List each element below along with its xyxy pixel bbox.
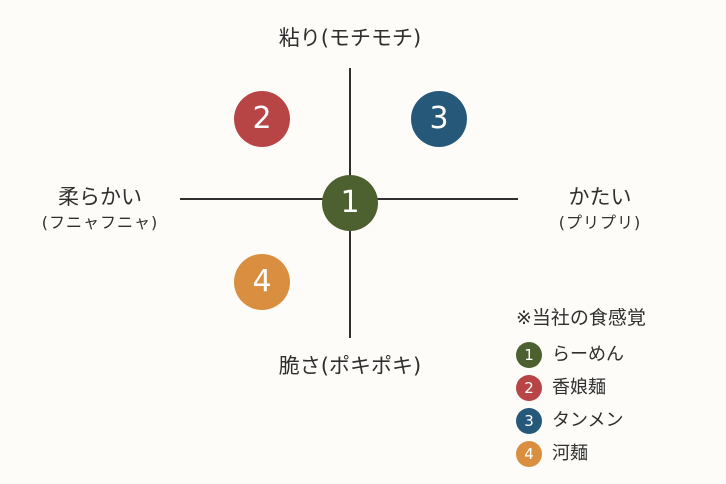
axis-label-left: 柔らかい (フニャフニャ) — [20, 183, 180, 235]
legend-item: 4 河麺 — [516, 437, 716, 470]
legend-item: 2 香娘麺 — [516, 371, 716, 404]
legend-item: 1 らーめん — [516, 338, 716, 371]
legend-label-3: タンメン — [552, 409, 624, 431]
axis-label-left-sub: (フニャフニャ) — [41, 213, 159, 232]
legend: ※当社の食感覚 1 らーめん 2 香娘麺 3 タンメン 4 河麺 — [516, 304, 716, 470]
marker-3: 3 — [411, 91, 467, 147]
axis-label-left-text: 柔らかい — [58, 185, 142, 209]
legend-dot-4: 4 — [516, 440, 542, 467]
marker-1: 1 — [322, 175, 378, 231]
legend-item: 3 タンメン — [516, 404, 716, 437]
legend-label-2: 香娘麺 — [552, 376, 606, 398]
axis-label-right-sub: (プリプリ) — [558, 213, 642, 232]
axis-label-right-text: かたい — [568, 185, 632, 209]
legend-title: ※当社の食感覚 — [516, 307, 646, 329]
marker-4: 4 — [234, 254, 290, 310]
legend-label-1: らーめん — [552, 343, 624, 365]
axis-label-top-text: 粘り(モチモチ) — [278, 26, 422, 50]
axis-label-right: かたい (プリプリ) — [520, 183, 680, 235]
legend-dot-1: 1 — [516, 341, 542, 368]
legend-label-4: 河麺 — [552, 442, 588, 464]
axis-label-bottom-text: 脆さ(ポキポキ) — [278, 354, 422, 378]
legend-dot-3: 3 — [516, 407, 542, 434]
axis-label-bottom: 脆さ(ポキポキ) — [200, 352, 500, 380]
marker-2: 2 — [234, 91, 290, 147]
legend-dot-2: 2 — [516, 374, 542, 401]
axis-label-top: 粘り(モチモチ) — [200, 24, 500, 52]
